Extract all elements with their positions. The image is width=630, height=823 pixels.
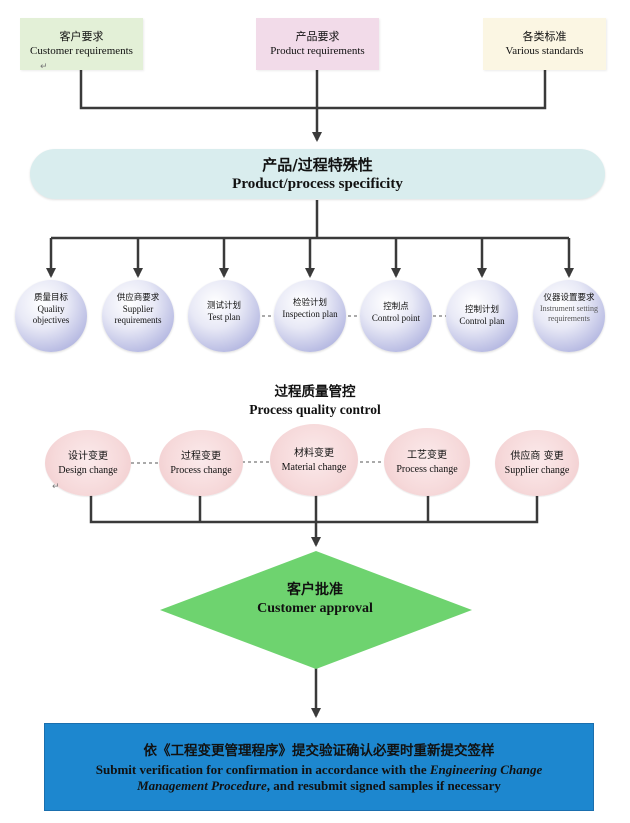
input-box-zh: 产品要求 bbox=[295, 30, 340, 43]
planning-label-en: Quality objectives bbox=[32, 304, 70, 325]
quality-control-en: Process quality control bbox=[249, 402, 381, 417]
specificity-en: Product/process specificity bbox=[232, 175, 403, 192]
planning-label-control-plan: 控制计划 Control plan bbox=[446, 305, 518, 327]
quality-control-zh: 过程质量管控 bbox=[274, 384, 356, 400]
inputs-merge-line bbox=[79, 70, 547, 110]
change-en: Material change bbox=[281, 461, 347, 473]
approval-diamond-shape bbox=[160, 551, 472, 669]
change-process: 过程变更 Process change bbox=[159, 430, 243, 496]
planning-label-zh: 仪器设置要求 bbox=[543, 293, 595, 303]
changes-drop-lines bbox=[198, 495, 430, 522]
input-box-en: Various standards bbox=[505, 45, 584, 57]
planning-label-instrument-setting: 仪器设置要求 Instrument setting requirements bbox=[533, 293, 605, 324]
change-material: 材料变更 Material change bbox=[270, 424, 358, 496]
input-box-zh: 各类标准 bbox=[522, 30, 567, 43]
input-box-product: 产品要求 Product requirements bbox=[256, 18, 379, 70]
final-step-en-before: Submit verification for confirmation in … bbox=[95, 761, 430, 777]
change-en: Design change bbox=[58, 464, 118, 476]
planning-label-inspection-plan: 检验计划 Inspection plan bbox=[270, 298, 350, 320]
planning-label-zh: 供应商要求 bbox=[116, 293, 160, 303]
input-box-customer: 客户要求 Customer requirements bbox=[20, 18, 143, 70]
planning-label-en: Test plan bbox=[207, 312, 241, 322]
sphere-instrument-setting bbox=[533, 280, 605, 352]
planning-label-zh: 测试计划 bbox=[206, 301, 241, 311]
quality-control-title: 过程质量管控 Process quality control bbox=[0, 383, 630, 419]
input-box-en: Customer requirements bbox=[30, 45, 133, 57]
sphere-inspection-plan bbox=[274, 280, 346, 352]
change-zh: 材料变更 bbox=[294, 447, 334, 459]
planning-label-en: Control plan bbox=[459, 316, 505, 326]
final-step-en-after: , and resubmit signed samples if necessa… bbox=[266, 777, 501, 793]
change-zh: 设计变更 bbox=[68, 450, 108, 462]
change-en: Process change bbox=[170, 464, 232, 476]
paragraph-mark: ↵ bbox=[52, 482, 60, 492]
input-box-zh: 客户要求 bbox=[59, 30, 104, 43]
planning-label-supplier-requirements: 供应商要求 Supplier requirements bbox=[102, 293, 174, 325]
sphere-quality-objectives bbox=[15, 280, 87, 352]
planning-label-control-point: 控制点 Control point bbox=[360, 302, 432, 324]
planning-label-quality-objectives: 质量目标 Quality objectives bbox=[15, 293, 87, 325]
change-zh: 过程变更 bbox=[181, 450, 221, 462]
change-zh: 供应商 变更 bbox=[510, 450, 564, 462]
paragraph-mark: ↵ bbox=[40, 62, 48, 72]
change-design: 设计变更 Design change bbox=[45, 430, 131, 496]
planning-label-en: Instrument setting requirements bbox=[540, 304, 598, 323]
sphere-control-plan bbox=[446, 280, 518, 352]
planning-label-zh: 控制计划 bbox=[464, 305, 499, 315]
planning-label-zh: 控制点 bbox=[383, 302, 409, 312]
change-en: Process change bbox=[396, 463, 458, 475]
approval-zh: 客户批准 bbox=[287, 582, 343, 598]
planning-label-zh: 检验计划 bbox=[292, 298, 327, 308]
change-en: Supplier change bbox=[504, 464, 570, 476]
change-craft: 工艺变更 Process change bbox=[384, 428, 470, 496]
input-box-en: Product requirements bbox=[270, 45, 365, 57]
planning-label-zh: 质量目标 bbox=[33, 293, 68, 303]
planning-label-en: Supplier requirements bbox=[114, 304, 162, 325]
sphere-control-point bbox=[360, 280, 432, 352]
planning-label-en: Inspection plan bbox=[282, 309, 338, 319]
changes-dotted-links bbox=[131, 461, 384, 464]
specificity-band: 产品/过程特殊性 Product/process specificity bbox=[30, 149, 605, 199]
planning-label-test-plan: 测试计划 Test plan bbox=[188, 301, 260, 323]
approval-en: Customer approval bbox=[257, 601, 373, 616]
changes-merge-line bbox=[89, 495, 539, 524]
final-step-en-procedure: Engineering Change Management Procedure bbox=[137, 761, 543, 793]
sphere-supplier-requirements bbox=[102, 280, 174, 352]
specificity-zh: 产品/过程特殊性 bbox=[262, 155, 373, 174]
final-step-en: Submit verification for confirmation in … bbox=[59, 762, 579, 794]
planning-label-en: Control point bbox=[371, 313, 421, 323]
change-zh: 工艺变更 bbox=[407, 449, 447, 461]
final-step-zh: 依《工程变更管理程序》提交验证确认必要时重新提交签样 bbox=[143, 742, 495, 759]
change-supplier: 供应商 变更 Supplier change bbox=[495, 430, 579, 496]
sphere-test-plan bbox=[188, 280, 260, 352]
input-box-standards: 各类标准 Various standards bbox=[483, 18, 606, 70]
final-step-box: 依《工程变更管理程序》提交验证确认必要时重新提交签样 Submit verifi… bbox=[44, 723, 594, 811]
approval-decision: 客户批准 Customer approval bbox=[215, 580, 415, 618]
